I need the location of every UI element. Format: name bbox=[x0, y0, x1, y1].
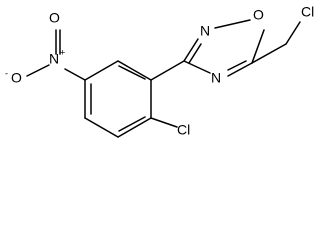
bond-c2-c3 bbox=[84, 60, 119, 81]
chemical-structure-diagram: O N N Cl Cl N + O O - bbox=[5, 4, 314, 138]
atom-label-ring-n-bottom: N bbox=[211, 70, 221, 86]
bond-c5-c6-inner bbox=[118, 116, 146, 132]
bond-c1-c2 bbox=[117, 60, 152, 81]
atom-label-aryl-cl: Cl bbox=[177, 122, 190, 138]
bond-c1-c2-inner bbox=[118, 65, 146, 80]
bond-nitro-n-o-left bbox=[26, 64, 50, 77]
atom-label-nitro-o-left: O bbox=[11, 70, 22, 86]
atom-labels: O N N Cl Cl N + O O - bbox=[5, 4, 314, 138]
atom-label-chloromethyl-cl: Cl bbox=[301, 4, 314, 20]
bond-c5-c6 bbox=[117, 117, 152, 138]
bond-c3-n2-inner bbox=[188, 43, 202, 64]
bond-o1-c5 bbox=[251, 29, 265, 64]
bond-n4-c3 bbox=[183, 60, 211, 74]
bond-c6-cl bbox=[150, 117, 178, 128]
atom-label-nitro-n: N bbox=[49, 51, 59, 67]
bond-c3-nitro-n bbox=[64, 68, 86, 81]
atom-label-ring-n-top: N bbox=[200, 23, 210, 39]
bond-c5-n4-inner bbox=[227, 60, 247, 71]
bond-ch2-cl bbox=[285, 21, 301, 45]
bond-c3-n2 bbox=[183, 38, 199, 62]
bond-c4-c5 bbox=[84, 117, 119, 138]
bond-c5-n4 bbox=[227, 62, 253, 77]
atom-charge-nitro-o-left: - bbox=[5, 68, 8, 78]
atom-label-ring-o: O bbox=[253, 7, 264, 23]
atom-charge-nitro-n: + bbox=[60, 47, 65, 57]
bond-c1-c3-oxadiazole bbox=[150, 60, 185, 81]
bond-n2-o1 bbox=[214, 19, 251, 29]
atom-label-nitro-o-top: O bbox=[49, 10, 60, 26]
bond-c5-ch2 bbox=[251, 43, 287, 64]
bond-lines bbox=[26, 19, 301, 138]
